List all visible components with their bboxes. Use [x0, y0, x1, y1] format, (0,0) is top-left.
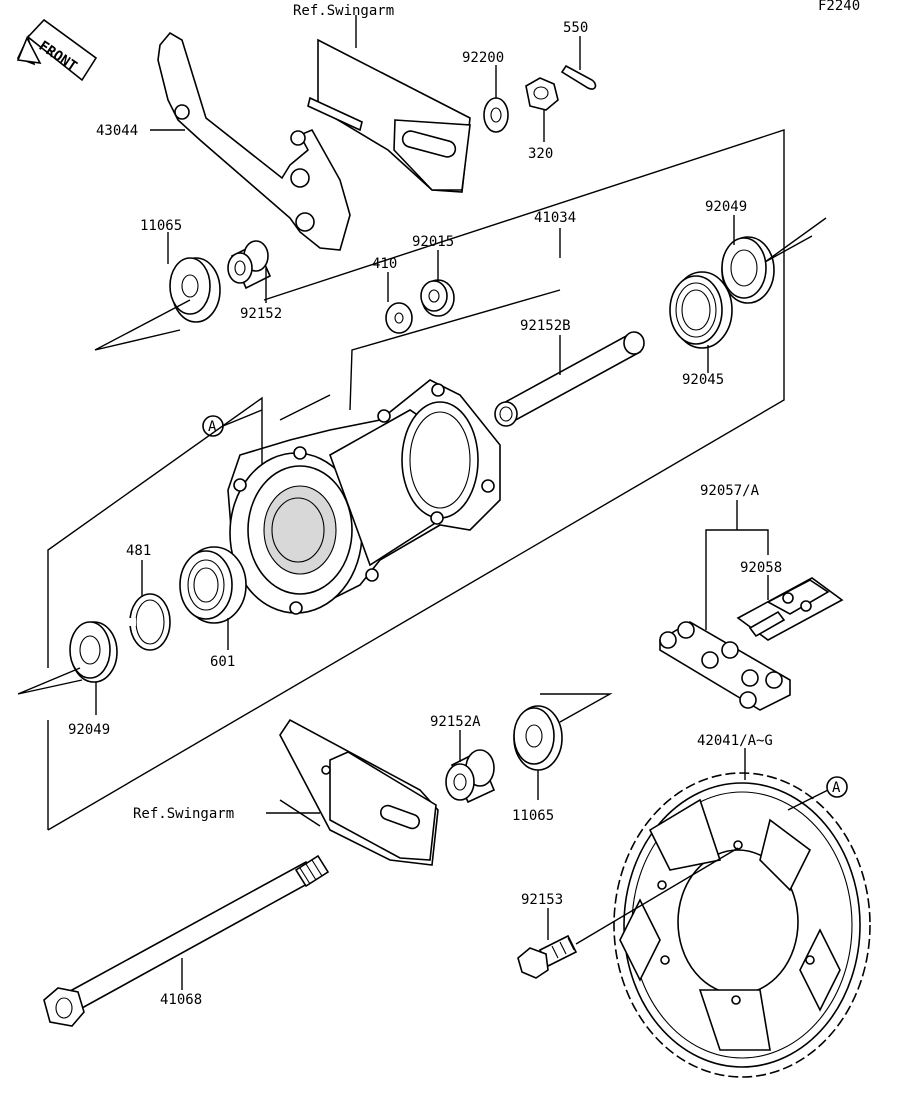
part-410-label: 410 [372, 256, 397, 272]
dust-seal-11065-bottom [513, 705, 563, 771]
marker-a-right [826, 776, 848, 798]
part-43044-label: 43044 [96, 123, 138, 139]
part-42041-label: 42041/A~G [697, 733, 773, 749]
marker-a-right-label: A [832, 780, 841, 796]
ball-bearing-601 [179, 546, 247, 624]
part-320-label: 320 [528, 146, 553, 162]
marker-a-left-label: A [208, 419, 217, 435]
part-41034-label: 41034 [534, 210, 576, 226]
part-41068-label: 41068 [160, 992, 202, 1008]
swingarm-upper-ref [307, 15, 471, 193]
master-link-92058 [736, 577, 844, 641]
part-92057A-label: 92057/A [700, 483, 760, 499]
part-92015-label: 92015 [412, 234, 454, 250]
collar-92152A [445, 749, 496, 804]
drive-chain-92057A [659, 621, 791, 711]
part-92058-label: 92058 [740, 560, 782, 576]
part-481-label: 481 [126, 543, 151, 559]
ref-swingarm-lower-label: Ref.Swingarm [133, 806, 234, 822]
rear-hub [227, 379, 501, 615]
part-92049-top-label: 92049 [705, 199, 747, 215]
part-92152B-label: 92152B [520, 318, 571, 334]
ball-bearing-92045 [669, 271, 733, 349]
diagram-code: F2240 [818, 0, 860, 14]
part-550-label: 550 [563, 20, 588, 36]
part-92152-label: 92152 [240, 306, 282, 322]
part-11065-top-label: 11065 [140, 218, 182, 234]
oil-seal-92049-bottom [69, 621, 118, 683]
nut-92015 [420, 279, 455, 317]
washer-410 [385, 302, 413, 334]
brake-bracket-43044 [157, 31, 351, 251]
part-601-label: 601 [210, 654, 235, 670]
washer-92200 [483, 97, 509, 133]
rear-sprocket-42041 [613, 772, 871, 1078]
dust-seal-11065-top [169, 257, 221, 323]
part-92049-bottom-label: 92049 [68, 722, 110, 738]
castle-nut-320 [525, 77, 559, 111]
ref-swingarm-upper-label: Ref.Swingarm [293, 3, 394, 19]
part-92153-label: 92153 [521, 892, 563, 908]
collar-92152 [227, 240, 272, 290]
front-arrow-icon: FRONT [16, 18, 98, 82]
part-92200-label: 92200 [462, 50, 504, 66]
spacer-tube-92152B [494, 331, 645, 427]
swingarm-lower-ref [279, 718, 439, 866]
circlip-481 [128, 593, 171, 651]
cotter-pin-550 [560, 64, 597, 90]
sprocket-bolt-92153 [517, 934, 578, 979]
part-92152A-label: 92152A [430, 714, 481, 730]
rear-axle-41068 [43, 854, 330, 1027]
oil-seal-92049-top [721, 236, 775, 304]
part-11065-bottom-label: 11065 [512, 808, 554, 824]
part-92045-label: 92045 [682, 372, 724, 388]
